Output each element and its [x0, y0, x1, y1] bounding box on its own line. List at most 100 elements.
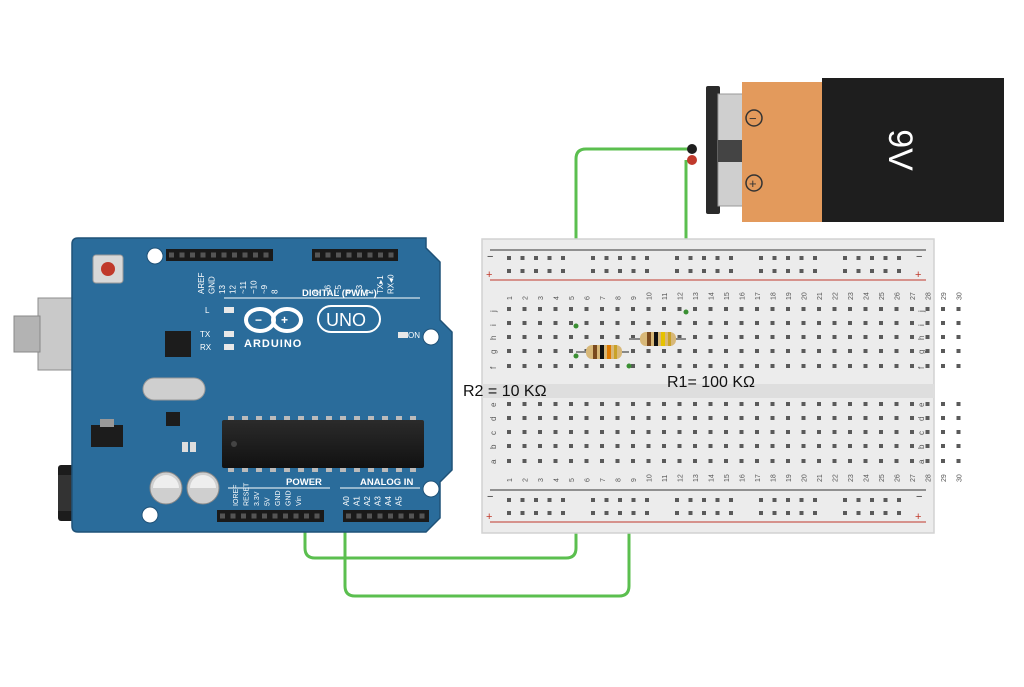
- column-number: 3: [538, 296, 545, 300]
- breadboard-hole: [832, 459, 837, 463]
- breadboard-hole: [910, 364, 914, 368]
- breadboard-hole: [925, 307, 930, 311]
- column-number: 18: [771, 474, 778, 482]
- column-number: 10: [647, 474, 654, 482]
- breadboard-hole: [600, 430, 604, 434]
- rail-hole: [702, 269, 706, 273]
- breadboard-hole: [600, 364, 604, 368]
- breadboard-hole: [739, 321, 744, 325]
- breadboard-hole: [863, 321, 868, 325]
- breadboard-hole: [662, 321, 666, 325]
- breadboard-hole: [801, 459, 806, 463]
- rail-hole: [547, 498, 552, 502]
- rail-hole: [534, 256, 538, 260]
- row-letter: j: [917, 310, 926, 313]
- breadboard-hole: [553, 430, 558, 434]
- rail-hole: [813, 498, 817, 502]
- breadboard-hole: [925, 321, 930, 325]
- breadboard-hole: [786, 321, 790, 325]
- breadboard-hole: [724, 402, 728, 406]
- rail-hole: [604, 498, 609, 502]
- breadboard-hole: [786, 307, 790, 311]
- column-number: 29: [941, 292, 948, 300]
- breadboard-hole: [538, 335, 542, 339]
- column-number: 5: [569, 478, 576, 482]
- breadboard-hole: [925, 444, 930, 448]
- breadboard-hole: [786, 349, 790, 353]
- rail-hole: [618, 498, 622, 502]
- battery-plus-symbol: +: [749, 176, 757, 191]
- breadboard-hole: [507, 459, 511, 463]
- row-letter: h: [489, 336, 498, 340]
- breadboard-hole: [910, 335, 914, 339]
- breadboard-hole: [925, 416, 930, 420]
- breadboard-hole: [522, 307, 527, 311]
- rail-hole: [772, 498, 777, 502]
- breadboard-hole: [770, 335, 775, 339]
- column-number: 12: [678, 292, 685, 300]
- breadboard-hole: [739, 444, 744, 448]
- column-number: 20: [802, 292, 809, 300]
- breadboard-hole: [879, 307, 883, 311]
- row-letter: a: [489, 459, 498, 464]
- rail-hole: [675, 269, 679, 273]
- breadboard-hole: [956, 402, 961, 406]
- breadboard-hole: [662, 430, 666, 434]
- breadboard-hole: [584, 459, 589, 463]
- rail-hole: [772, 269, 777, 273]
- column-number: 14: [709, 474, 716, 482]
- breadboard-hole: [615, 307, 620, 311]
- breadboard-hole: [755, 444, 759, 448]
- digital-pin-label: 2: [366, 289, 375, 294]
- column-number: 2: [523, 478, 530, 482]
- rail-hole: [715, 256, 720, 260]
- breadboard-hole: [801, 402, 806, 406]
- rail-hole: [520, 511, 525, 515]
- breadboard-hole: [941, 321, 945, 325]
- breadboard-hole: [662, 349, 666, 353]
- breadboard-hole: [956, 416, 961, 420]
- breadboard-hole: [910, 459, 914, 463]
- breadboard-hole: [956, 335, 961, 339]
- breadboard-hole: [538, 444, 542, 448]
- breadboard-hole: [677, 402, 682, 406]
- breadboard-hole: [801, 335, 806, 339]
- breadboard-hole: [646, 402, 651, 406]
- rail-hole: [813, 269, 817, 273]
- breadboard-hole: [786, 430, 790, 434]
- breadboard-hole: [755, 416, 759, 420]
- rail-hole: [547, 511, 552, 515]
- breadboard-hole: [941, 364, 945, 368]
- power-pin-label: RESET: [244, 482, 251, 506]
- rail-hole: [675, 256, 679, 260]
- breadboard-hole: [662, 307, 666, 311]
- breadboard-hole: [569, 349, 573, 353]
- rail-hole: [870, 498, 874, 502]
- breadboard-hole: [755, 335, 759, 339]
- column-number: 19: [786, 292, 793, 300]
- rail-hole: [870, 256, 874, 260]
- breadboard-hole: [817, 402, 821, 406]
- breadboard-hole: [600, 444, 604, 448]
- breadboard-hole: [956, 349, 961, 353]
- digital-pin-label: 13: [218, 285, 227, 294]
- power-pin-label: IOREF: [233, 485, 240, 506]
- breadboard-hole: [724, 364, 728, 368]
- atmega-chip: [222, 420, 424, 468]
- rail-hole: [786, 498, 790, 502]
- breadboard-hole: [863, 416, 868, 420]
- row-letter: e: [489, 402, 498, 407]
- breadboard-hole: [677, 307, 682, 311]
- breadboard-hole: [569, 402, 573, 406]
- svg-text:−: −: [255, 313, 262, 327]
- breadboard-hole: [941, 459, 945, 463]
- breadboard-hole: [786, 402, 790, 406]
- rail-hole: [520, 269, 525, 273]
- breadboard-hole: [522, 430, 527, 434]
- digital-pin-label: 12: [229, 285, 238, 294]
- breadboard-hole: [708, 444, 713, 448]
- column-number: 26: [895, 292, 902, 300]
- breadboard-hole: [522, 459, 527, 463]
- rail-hole: [856, 269, 861, 273]
- breadboard-hole: [894, 430, 899, 434]
